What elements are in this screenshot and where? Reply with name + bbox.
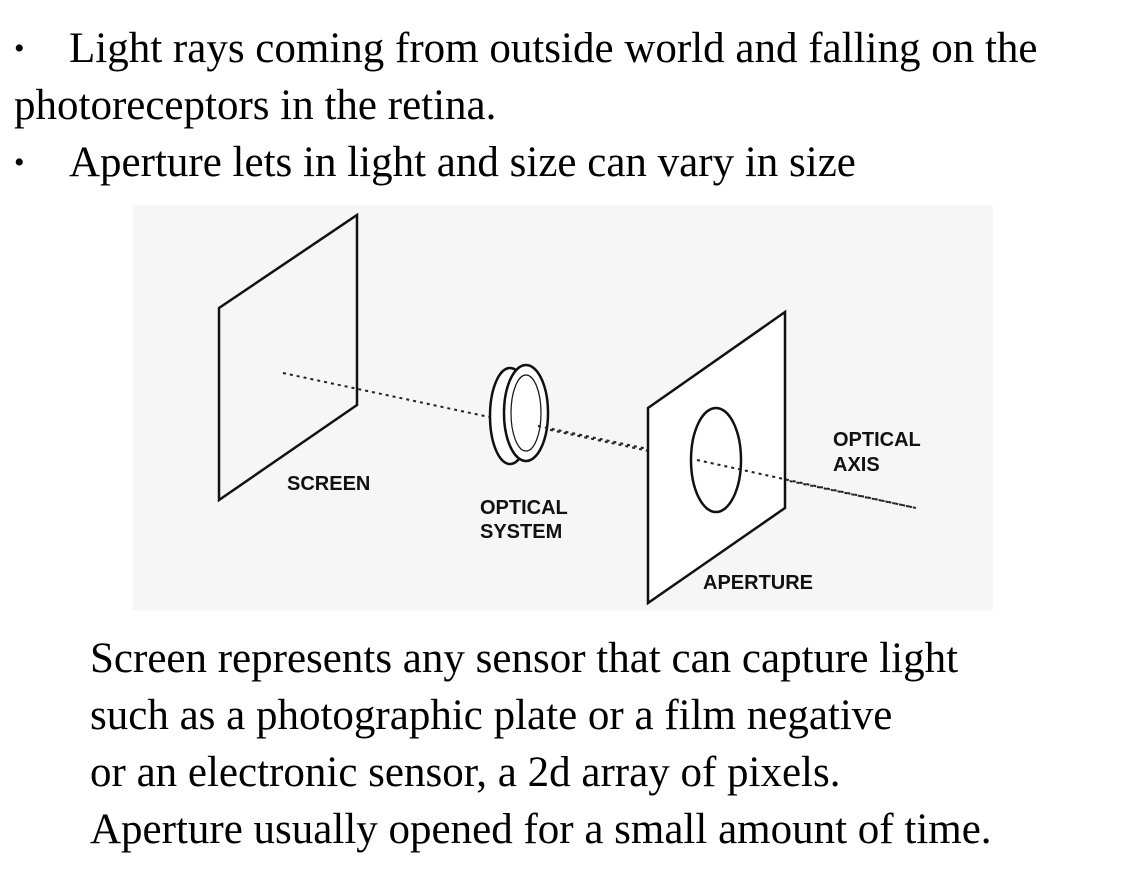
label-optical-axis-line1: OPTICAL	[833, 429, 921, 451]
label-optical-system-line2: SYSTEM	[480, 521, 562, 543]
caption-line-1: Screen represents any sensor that can ca…	[90, 635, 959, 682]
label-optical-axis-line2: AXIS	[833, 454, 880, 476]
caption-line-2: such as a photographic plate or a film n…	[90, 692, 893, 739]
diagram-background	[133, 205, 993, 610]
lens-front	[502, 363, 550, 463]
lens-inner	[510, 374, 542, 452]
label-screen: SCREEN	[287, 473, 370, 495]
bullet-text: Aperture lets in light and size can vary…	[69, 139, 856, 186]
optical-axis-line	[282, 372, 917, 509]
aperture-hole	[689, 406, 743, 514]
bullet-item-1: • Light rays coming from outside world a…	[14, 20, 1142, 77]
axis-through-lens	[537, 425, 649, 450]
caption-line-3: or an electronic sensor, a 2d array of p…	[90, 749, 841, 796]
screen-plane	[217, 212, 359, 503]
aperture-plane	[646, 309, 787, 606]
bullet-list: • Light rays coming from outside world a…	[14, 20, 1142, 191]
axis-through-aperture	[696, 459, 917, 509]
bullet-item-1-continuation: photoreceptors in the retina.	[14, 77, 1142, 134]
label-optical-system-line1: OPTICAL	[480, 497, 568, 519]
bullet-text: Light rays coming from outside world and…	[69, 25, 1038, 72]
bullet-item-2: • Aperture lets in light and size can va…	[14, 134, 1142, 191]
bullet-text-continuation: photoreceptors in the retina.	[14, 82, 497, 129]
caption-block: Screen represents any sensor that can ca…	[90, 630, 992, 858]
label-aperture: APERTURE	[703, 572, 813, 594]
bullet-glyph: •	[14, 32, 25, 65]
caption-line-4: Aperture usually opened for a small amou…	[90, 806, 992, 853]
bullet-glyph: •	[14, 146, 25, 179]
